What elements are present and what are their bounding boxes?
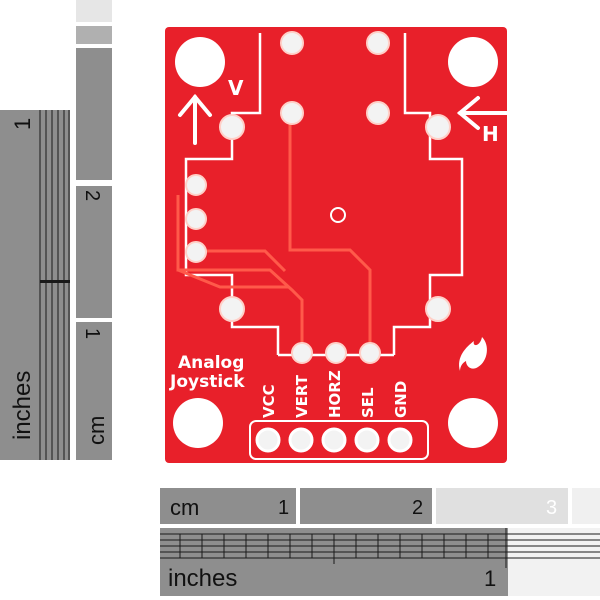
- mounting-holes: [173, 37, 498, 448]
- ruler-left-cm-tick-1: 1: [81, 328, 103, 339]
- sparkfun-logo-icon: [459, 337, 487, 371]
- pin-label-vcc: VCC: [260, 384, 278, 418]
- ruler-bottom-cm: cm 1 2 3: [160, 488, 600, 524]
- joystick-pads: [185, 31, 451, 364]
- pin-label-vert: VERT: [293, 374, 311, 418]
- ruler-left-inches-tick-1: 1: [10, 118, 35, 130]
- board-title-line1: Analog: [178, 353, 244, 373]
- pin-label-sel: SEL: [359, 387, 377, 418]
- joystick-breakout-board: V H Analog Joystick VCC VERT HORZ SEL GN…: [160, 25, 520, 465]
- pin-label-gnd: GND: [392, 381, 410, 418]
- ruler-bottom-cm-tick-3: 3: [546, 497, 557, 519]
- ruler-left-cm: 3 2 1 cm: [76, 0, 112, 460]
- header-pins: [249, 420, 429, 460]
- ruler-bottom-cm-label: cm: [170, 495, 199, 520]
- ruler-bottom-cm-tick-1: 1: [278, 497, 289, 519]
- board-title-line2: Joystick: [169, 372, 245, 392]
- pcb-body: [165, 27, 507, 463]
- pin-label-horz: HORZ: [326, 370, 344, 418]
- arrow-up-icon: [178, 93, 212, 145]
- ruler-bottom-inches: inches 1: [160, 528, 600, 596]
- ruler-left-cm-label: cm: [84, 416, 109, 445]
- ruler-bottom-inches-label: inches: [168, 565, 237, 592]
- ruler-left-inches: inches 1: [0, 110, 70, 460]
- ruler-left-cm-tick-2: 2: [81, 190, 103, 201]
- ruler-bottom-inches-tick-1: 1: [484, 566, 496, 591]
- arrow-v-label: V: [228, 76, 244, 100]
- pcb-traces: [176, 115, 372, 345]
- ruler-left-inches-label: inches: [9, 371, 36, 440]
- arrow-left-icon: [456, 96, 510, 130]
- arrow-h-label: H: [482, 122, 499, 146]
- ruler-bottom-cm-tick-2: 2: [412, 497, 423, 519]
